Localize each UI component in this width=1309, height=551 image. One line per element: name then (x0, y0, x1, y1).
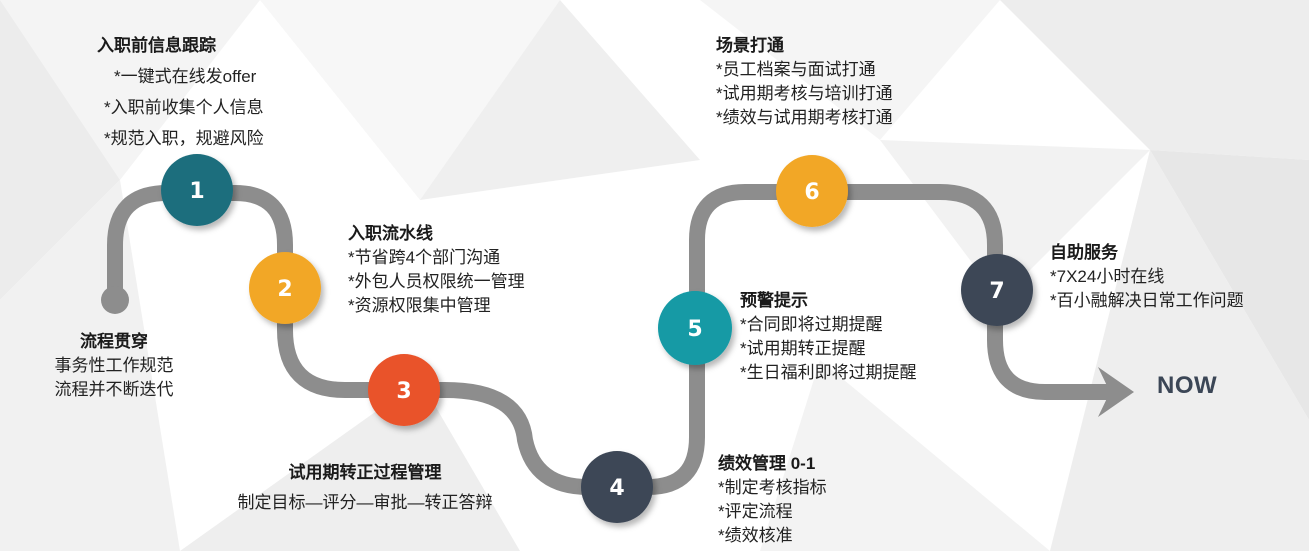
step-1-block: 入职前信息跟踪 *一键式在线发offer *入职前收集个人信息 *规范入职，规避… (97, 30, 264, 154)
step-node-6: 6 (776, 155, 848, 227)
svg-text:2: 2 (277, 277, 292, 302)
step-2-item: *资源权限集中管理 (348, 296, 491, 315)
step-5-item: *试用期转正提醒 (740, 339, 866, 358)
start-dot (101, 286, 129, 314)
svg-text:5: 5 (687, 317, 702, 342)
start-block: 流程贯穿 事务性工作规范 流程并不断迭代 (34, 330, 194, 402)
svg-text:6: 6 (804, 180, 819, 205)
step-5-item: *生日福利即将过期提醒 (740, 363, 917, 382)
step-7-title: 自助服务 (1050, 243, 1118, 262)
svg-text:1: 1 (189, 179, 204, 204)
arrow-head-icon (1098, 367, 1134, 417)
step-2-item: *外包人员权限统一管理 (348, 272, 525, 291)
step-2-title: 入职流水线 (348, 224, 433, 243)
step-node-2: 2 (249, 252, 321, 324)
step-3-title: 试用期转正过程管理 (288, 463, 442, 482)
step-5-title: 预警提示 (740, 291, 808, 310)
step-4-block: 绩效管理 0-1 *制定考核指标 *评定流程 *绩效核准 (718, 452, 827, 548)
start-line: 事务性工作规范 (54, 356, 174, 375)
step-6-item: *绩效与试用期考核打通 (716, 108, 893, 127)
start-title: 流程贯穿 (80, 332, 148, 351)
step-2-item: *节省跨4个部门沟通 (348, 248, 501, 267)
step-6-block: 场景打通 *员工档案与面试打通 *试用期考核与培训打通 *绩效与试用期考核打通 (716, 34, 893, 130)
step-7-item: *百小融解决日常工作问题 (1050, 291, 1244, 310)
step-1-title: 入职前信息跟踪 (97, 36, 216, 55)
step-6-item: *试用期考核与培训打通 (716, 84, 893, 103)
process-path (107, 184, 1112, 495)
step-4-item: *制定考核指标 (718, 478, 827, 497)
step-3-item: 制定目标—评分—审批—转正答辩 (237, 493, 493, 512)
step-node-5: 5 (658, 291, 732, 365)
svg-text:3: 3 (396, 379, 411, 404)
step-3-block: 试用期转正过程管理 制定目标—评分—审批—转正答辩 (200, 458, 530, 518)
step-1-item: *一键式在线发offer (114, 67, 257, 86)
step-6-item: *员工档案与面试打通 (716, 60, 876, 79)
step-5-block: 预警提示 *合同即将过期提醒 *试用期转正提醒 *生日福利即将过期提醒 (740, 289, 917, 385)
step-node-4: 4 (581, 451, 653, 523)
step-6-title: 场景打通 (716, 36, 784, 55)
step-7-item: *7X24小时在线 (1050, 267, 1165, 286)
step-5-item: *合同即将过期提醒 (740, 315, 883, 334)
now-label: NOW (1157, 372, 1218, 399)
step-node-7: 7 (961, 254, 1033, 326)
step-1-item: *入职前收集个人信息 (104, 98, 264, 117)
step-2-block: 入职流水线 *节省跨4个部门沟通 *外包人员权限统一管理 *资源权限集中管理 (348, 222, 525, 318)
start-line: 流程并不断迭代 (54, 380, 174, 399)
step-node-1: 1 (161, 154, 233, 226)
step-4-item: *绩效核准 (718, 526, 793, 545)
step-1-item: *规范入职，规避风险 (104, 129, 264, 148)
svg-text:7: 7 (989, 279, 1004, 304)
step-7-block: 自助服务 *7X24小时在线 *百小融解决日常工作问题 (1050, 241, 1244, 313)
step-4-title: 绩效管理 0-1 (718, 454, 816, 473)
svg-text:4: 4 (609, 476, 624, 501)
step-node-3: 3 (368, 354, 440, 426)
step-4-item: *评定流程 (718, 502, 793, 521)
